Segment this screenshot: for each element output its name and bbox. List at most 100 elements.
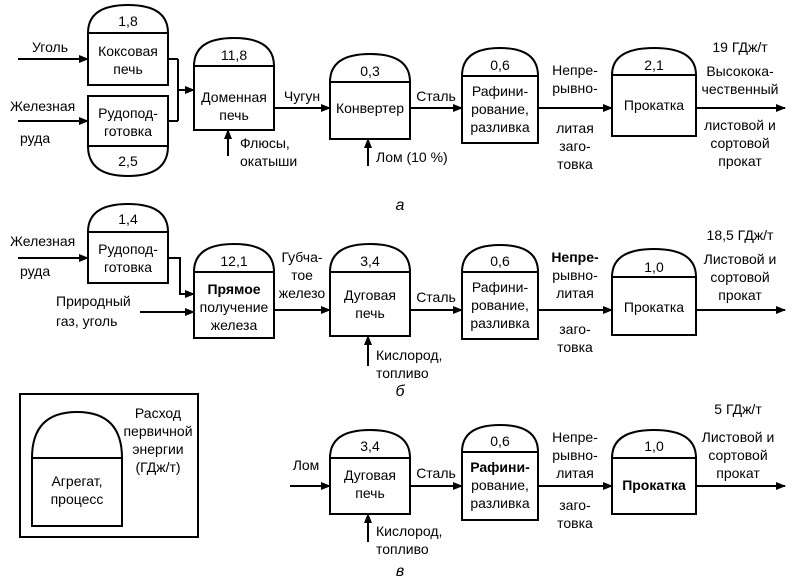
billet-b-4: заго-: [559, 321, 591, 337]
billet-a-2: рывно-: [552, 80, 598, 96]
diagram-c: [290, 423, 786, 542]
label-b-refine-2: рование,: [471, 297, 529, 313]
label-a-refine-1: Рафини-: [472, 83, 529, 99]
input-b-gas-1: Природный: [56, 293, 131, 309]
label-a-roll: Прокатка: [624, 97, 684, 113]
diagram-a-text: 1,8 Коксовая печь Рудопод- готовка 2,5 У…: [10, 13, 778, 214]
steel-a: Сталь: [416, 88, 456, 104]
diagram-b-text: 1,4 Рудопод- готовка Железная руда Приро…: [10, 211, 776, 400]
diagram-a: [18, 3, 786, 178]
legend-unit-2: процесс: [51, 491, 104, 507]
label-a-blast-2: печь: [219, 107, 249, 123]
legend-energy-1: Расход: [135, 405, 181, 421]
sponge-b-1: Губча-: [281, 249, 322, 265]
label-a-coke-1: Коксовая: [98, 43, 158, 59]
output-a-1: Высокока-: [706, 63, 774, 79]
unit-a-coke-oreprep: [86, 3, 179, 178]
label-b-refine-1: Рафини-: [472, 279, 529, 295]
label-b-direct-1: Прямое: [207, 281, 260, 297]
billet-a-3: литая: [556, 120, 594, 136]
label-c-roll: Прокатка: [622, 477, 686, 493]
label-c-arc-1: Дуговая: [344, 467, 396, 483]
label-a-blast-1: Доменная: [201, 89, 267, 105]
label-c-refine-2: рование,: [471, 477, 529, 493]
input-a-coal: Уголь: [32, 39, 68, 55]
input-a-ore-1: Железная: [10, 98, 75, 114]
legend-dome: [30, 410, 124, 459]
billet-a-4: заго-: [559, 138, 591, 154]
legend-energy-3: энергии: [132, 441, 183, 457]
energy-a-orep: 2,5: [118, 153, 138, 169]
label-c-refine-3: разливка: [470, 495, 530, 511]
billet-c-4: заго-: [559, 497, 591, 513]
legend-energy-2: первичной: [123, 423, 192, 439]
billet-c-3: литая: [556, 465, 594, 481]
input-c-scrap: Лом: [293, 457, 320, 473]
oxygen-b-1: Кислород,: [376, 347, 442, 363]
billet-c-1: Непре-: [552, 429, 598, 445]
input-b-ore-2: руда: [20, 263, 50, 279]
output-c-2: сортовой: [708, 447, 767, 463]
arrow-b-to-direct: [168, 257, 195, 298]
label-c-arc-2: печь: [355, 485, 385, 501]
steel-b: Сталь: [416, 289, 456, 305]
caption-a: а: [396, 197, 405, 214]
label-c-refine-1: Рафини-: [470, 459, 530, 475]
input-a-ore-2: руда: [20, 130, 50, 146]
caption-c: в: [396, 563, 404, 580]
label-a-orep-1: Рудопод-: [98, 105, 158, 121]
flux-a-1: Флюсы,: [240, 135, 290, 151]
output-b-3: прокат: [718, 287, 762, 303]
label-b-orep-2: готовка: [104, 259, 152, 275]
output-c-3: прокат: [716, 465, 760, 481]
sponge-b-2: тое: [291, 267, 313, 283]
billet-b-1: Непре-: [551, 249, 599, 265]
diagram-c-text: Лом 3,4 Дуговая печь Кислород, топливо С…: [293, 401, 775, 580]
billet-a-5: товка: [557, 156, 593, 172]
legend-frame: [19, 393, 199, 538]
diagram-b: [18, 202, 786, 366]
label-a-orep-2: готовка: [104, 123, 152, 139]
oxygen-c-1: Кислород,: [376, 523, 442, 539]
input-b-ore-1: Железная: [10, 233, 75, 249]
energy-c-roll: 1,0: [644, 438, 664, 454]
input-b-gas-2: газ, уголь: [56, 313, 117, 329]
energy-a-coke: 1,8: [118, 13, 138, 29]
sponge-b-3: железо: [279, 285, 326, 301]
legend-text: Расход первичной энергии (ГДж/т) Агрегат…: [51, 405, 193, 507]
output-a-5: прокат: [718, 153, 762, 169]
label-a-conv: Конвертер: [336, 100, 404, 116]
label-b-refine-3: разливка: [470, 315, 530, 331]
total-c: 5 ГДж/т: [714, 401, 762, 417]
oxygen-b-2: топливо: [376, 365, 429, 381]
unit-b-refine: [460, 243, 540, 340]
billet-a-1: Непре-: [552, 62, 598, 78]
energy-b-direct: 12,1: [220, 253, 247, 269]
output-a-4: сортовой: [710, 135, 769, 151]
total-b: 18,5 ГДж/т: [707, 227, 775, 243]
unit-b-direct: [192, 242, 276, 339]
output-a-3: листовой и: [704, 117, 776, 133]
output-b-2: сортовой: [710, 269, 769, 285]
label-a-refine-3: разливка: [470, 119, 530, 135]
output-a-2: чественный: [702, 81, 779, 97]
scrap-a: Лом (10 %): [376, 149, 448, 165]
total-a: 19 ГДж/т: [712, 39, 768, 55]
billet-b-2: рывно-: [552, 267, 598, 283]
energy-a-blast: 11,8: [221, 47, 247, 63]
energy-c-refine: 0,6: [490, 433, 510, 449]
billet-b-5: товка: [557, 339, 593, 355]
energy-b-roll: 1,0: [644, 259, 664, 275]
output-b-1: Листовой и: [704, 251, 777, 267]
caption-b: б: [396, 383, 406, 400]
label-a-refine-2: рование,: [471, 101, 529, 117]
iron-a: Чугун: [284, 88, 320, 104]
energy-a-roll: 2,1: [644, 57, 664, 73]
label-a-coke-2: печь: [113, 61, 143, 77]
legend-unit-box: [31, 457, 123, 527]
legend-unit-1: Агрегат,: [51, 473, 102, 489]
billet-b-3: литая: [556, 285, 594, 301]
label-b-arc-1: Дуговая: [344, 287, 396, 303]
label-b-direct-2: получение: [200, 299, 269, 315]
